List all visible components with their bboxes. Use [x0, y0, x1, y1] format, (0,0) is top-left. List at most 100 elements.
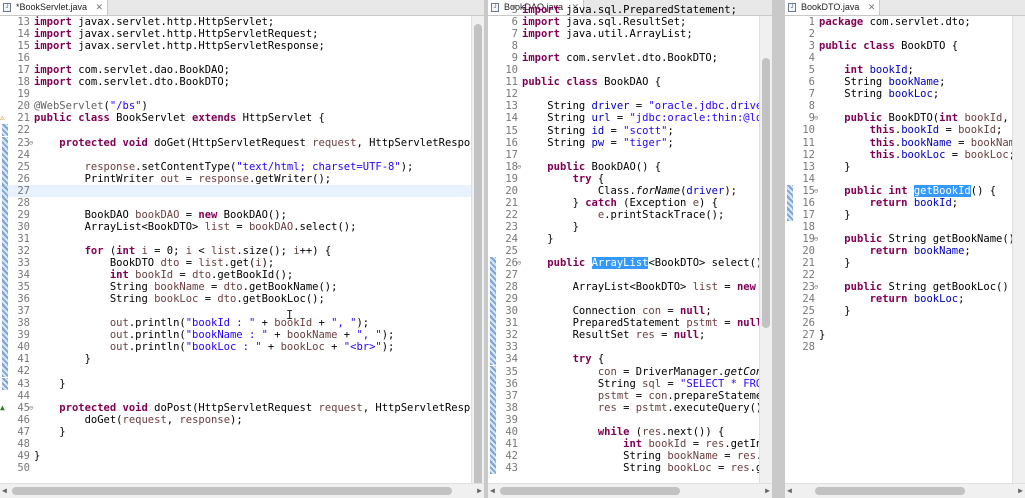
code-line[interactable]: 29	[488, 293, 760, 306]
code-line[interactable]: 19	[0, 88, 472, 100]
code-line[interactable]: 24	[0, 148, 472, 161]
close-icon[interactable]: ✕	[867, 2, 876, 12]
code-line[interactable]: 32 for (int i = 0; i < list.size(); i++)…	[0, 244, 472, 257]
code-line[interactable]: 22	[785, 269, 1013, 281]
fold-toggle-icon[interactable]: ⊖	[814, 234, 819, 243]
fold-toggle-icon[interactable]: ⊖	[814, 114, 819, 123]
code-line[interactable]: 43 }	[0, 377, 472, 390]
code-line[interactable]: 33	[488, 341, 760, 354]
code-text[interactable]: return bookName;	[819, 245, 971, 257]
code-line[interactable]: 21 } catch (Exception e) {	[488, 197, 760, 209]
code-text[interactable]: ResultSet res = null;	[522, 329, 706, 341]
code-text[interactable]: Class.forName(driver);	[522, 185, 737, 197]
code-line[interactable]: 42	[0, 365, 472, 378]
code-text[interactable]: public String getBookName() {	[819, 233, 1025, 245]
code-text[interactable]: try {	[522, 353, 605, 365]
code-line[interactable]: 11 this.bookName = bookName;	[785, 137, 1025, 149]
code-text[interactable]: String id = "scott";	[522, 125, 673, 137]
code-line[interactable]: 23⊖ protected void doGet(HttpServletRequ…	[0, 136, 484, 149]
code-line[interactable]: 28	[0, 196, 472, 209]
code-line[interactable]: 48	[0, 438, 472, 450]
code-line[interactable]: 17	[488, 149, 760, 161]
code-line[interactable]: 17 }	[785, 208, 1013, 221]
horizontal-scrollbar[interactable]: ◀ ▶	[0, 483, 484, 498]
scroll-thumb[interactable]	[762, 58, 770, 328]
code-line[interactable]: 24 return bookLoc;	[785, 293, 1013, 305]
code-text[interactable]: import com.servlet.dto.BookDTO;	[522, 52, 718, 64]
code-text[interactable]: import javax.servlet.http.HttpServletRes…	[34, 40, 325, 52]
code-text[interactable]: import javax.servlet.http.HttpServletReq…	[34, 28, 318, 40]
code-line[interactable]: 31	[0, 232, 472, 245]
code-line[interactable]: 46 doGet(request, response);	[0, 414, 472, 426]
code-line[interactable]: 29 BookDAO bookDAO = new BookDAO();	[0, 208, 472, 221]
code-line[interactable]: 14 String url = "jdbc:oracle:thin:@local…	[488, 112, 772, 124]
code-text[interactable]: }	[522, 221, 579, 233]
code-line[interactable]: 26⊖ public ArrayList<BookDTO> select() {	[488, 257, 772, 270]
code-text[interactable]: int bookId = dto.getBookId();	[34, 269, 293, 281]
code-line[interactable]: 20@WebServlet("/bs")	[0, 100, 472, 112]
code-text[interactable]: String bookLoc;	[819, 88, 939, 100]
code-line[interactable]: 23 }	[488, 221, 760, 233]
vertical-scrollbar[interactable]	[471, 16, 484, 489]
code-line[interactable]: 22	[0, 124, 472, 137]
code-text[interactable]: }	[819, 257, 850, 269]
code-line[interactable]: 8	[488, 40, 760, 52]
vertical-scrollbar[interactable]	[1012, 16, 1025, 484]
code-line[interactable]: 26	[785, 317, 1013, 329]
code-line[interactable]: 34 try {	[488, 353, 760, 366]
code-text[interactable]: con = DriverManager.getConnect	[522, 366, 772, 378]
code-text[interactable]: protected void doPost(HttpServletRequest…	[34, 402, 484, 414]
code-text[interactable]: package com.servlet.dto;	[819, 16, 971, 28]
code-line[interactable]: 39 out.println("bookName : " + bookName …	[0, 329, 472, 342]
code-text[interactable]: PreparedStatement pstmt = null;	[522, 317, 769, 329]
code-line[interactable]: 25 }	[785, 305, 1013, 317]
code-text[interactable]: }	[522, 233, 553, 245]
scroll-right-icon[interactable]: ▶	[1018, 486, 1023, 495]
code-line[interactable]: 41 int bookId = res.getInt("b	[488, 437, 772, 450]
code-line[interactable]: 37	[0, 305, 472, 318]
code-line[interactable]: 39	[488, 413, 760, 426]
code-text[interactable]: BookDAO bookDAO = new BookDAO();	[34, 209, 287, 221]
code-line[interactable]: 44	[0, 390, 472, 402]
code-text[interactable]: public String getBookLoc() {	[819, 281, 1021, 293]
code-text[interactable]: String sql = "SELECT * FROM bo	[522, 378, 772, 390]
fold-toggle-icon[interactable]: ⊖	[814, 283, 819, 292]
code-text[interactable]: }	[34, 450, 40, 462]
code-line[interactable]: 38 res = pstmt.executeQuery();	[488, 401, 769, 414]
code-text[interactable]: import java.sql.ResultSet;	[522, 16, 686, 28]
code-line[interactable]: 30 Connection con = null;	[488, 305, 760, 318]
code-line[interactable]: 24 }	[488, 233, 760, 245]
code-text[interactable]: BookDTO dto = list.get(i);	[34, 257, 274, 269]
code-line[interactable]: 43 String bookLoc = res.getSt	[488, 461, 772, 474]
code-text[interactable]: e.printStackTrace();	[522, 209, 724, 221]
code-line[interactable]: 16	[0, 52, 472, 64]
code-text[interactable]: public BookDAO() {	[522, 161, 661, 173]
code-line[interactable]: 18⊖ public BookDAO() {	[488, 161, 760, 173]
code-line[interactable]: 22 e.printStackTrace();	[488, 209, 760, 221]
code-line[interactable]: 33 BookDTO dto = list.get(i);	[0, 257, 472, 269]
code-text[interactable]: response.setContentType("text/html; char…	[34, 161, 414, 173]
code-line[interactable]: 6 String bookName;	[785, 76, 1013, 88]
code-line[interactable]: 41 }	[0, 353, 472, 366]
scroll-left-icon[interactable]: ◀	[787, 486, 792, 495]
code-line[interactable]: 40 out.println("bookLoc : " + bookLoc + …	[0, 341, 472, 354]
tab-bookdao[interactable]: J BookDAO.java ✕	[488, 0, 585, 15]
code-line[interactable]: 50	[0, 462, 472, 474]
code-line[interactable]: 49}	[0, 450, 472, 462]
code-text[interactable]: public class BookDAO {	[522, 76, 661, 88]
code-line[interactable]: 40 while (res.next()) {	[488, 425, 760, 438]
code-text[interactable]: int bookId = res.getInt("b	[522, 438, 772, 450]
code-line[interactable]: 32 ResultSet res = null;	[488, 329, 760, 342]
code-line[interactable]: 18	[785, 221, 1013, 233]
close-icon[interactable]: ✕	[571, 2, 580, 12]
code-line[interactable]: 5 int bookId;	[785, 64, 1013, 76]
code-text[interactable]: String bookLoc = res.getSt	[522, 462, 772, 474]
